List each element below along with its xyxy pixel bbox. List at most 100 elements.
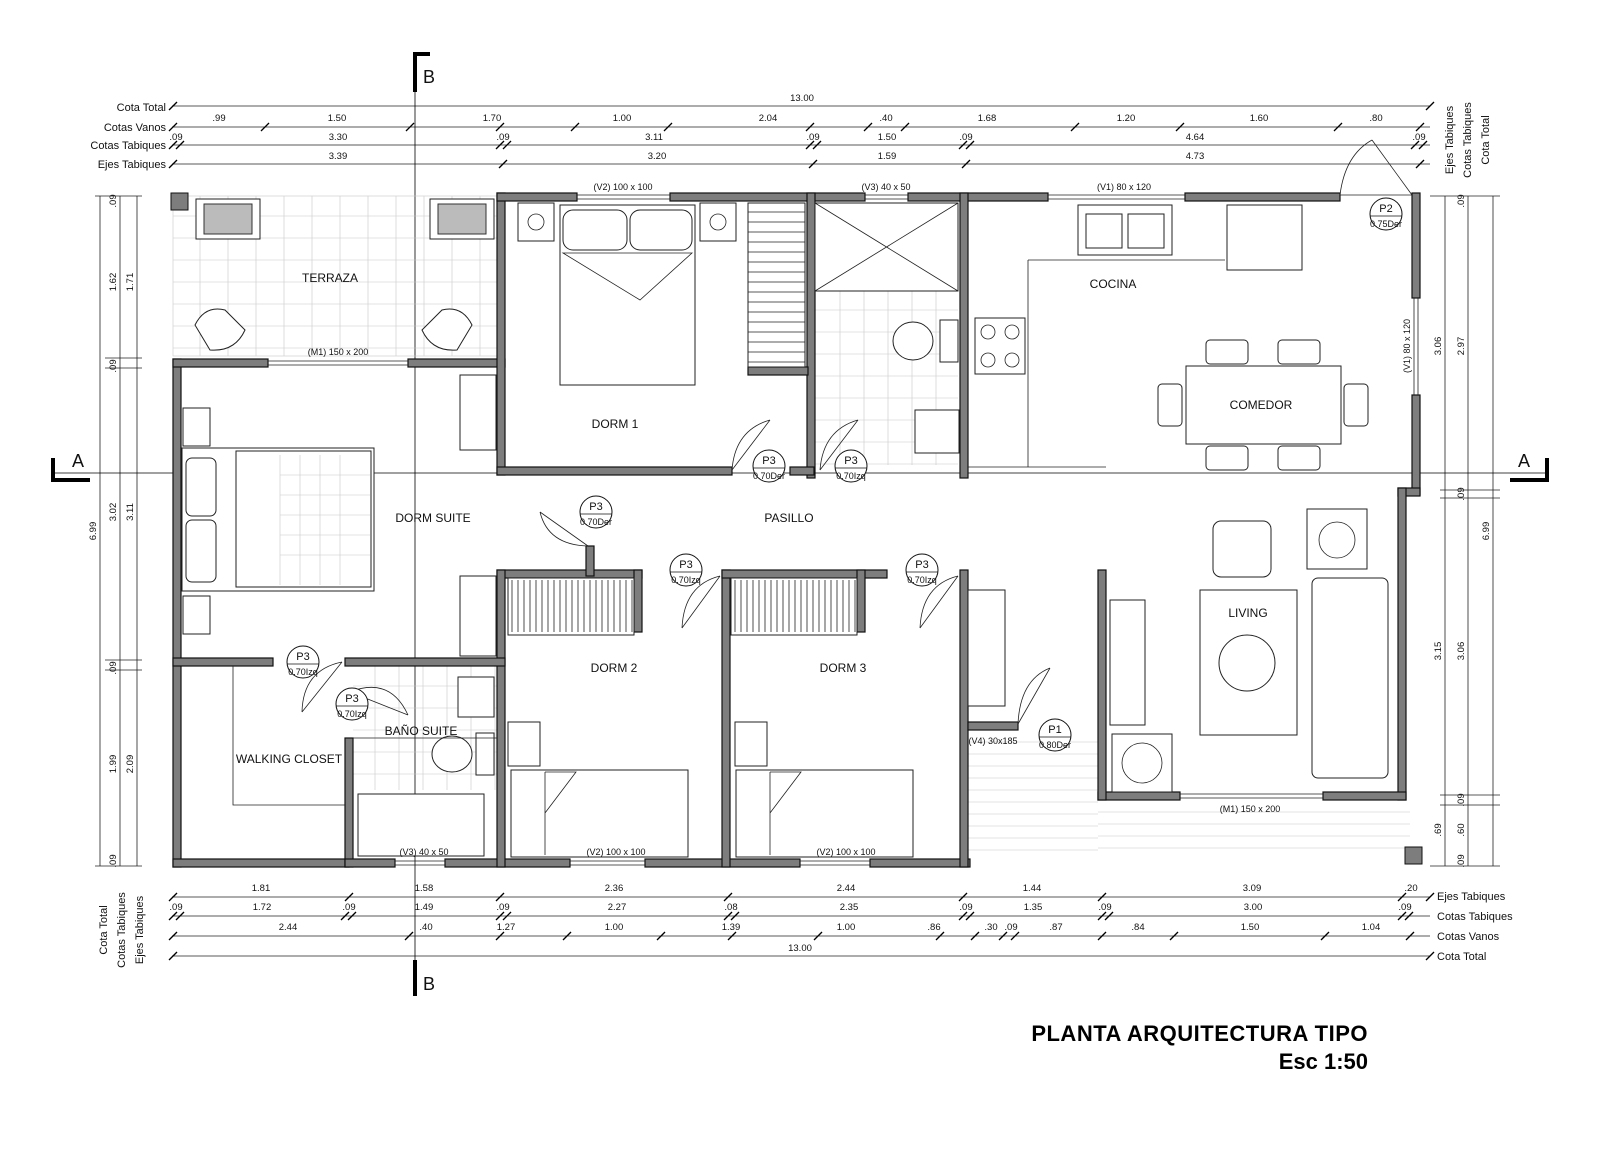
room-terraza: TERRAZA [302,271,358,285]
door-tags: P2 0.75Der P3 0.70Der P3 0.70Izq P3 0.70… [286,197,1403,752]
dim-right-tick-3: .09 [1456,793,1467,806]
patio-corner-post [1404,846,1423,865]
door-spec: 0.70Izq [671,575,701,585]
row-label-cotas-tabiques: Cotas Tabiques [90,140,166,152]
opening-v3-top: (V3) 40 x 50 [861,182,910,192]
door-tag-p3-bano-suite: P3 0.70Izq [335,687,369,721]
door-code: P3 [844,455,857,467]
dim-left-middle-2: 3.11 [125,503,136,521]
dim-right-tick-4: .09 [1456,854,1467,867]
row-label-cotas-tabiques-right: Cotas Tabiques [1462,102,1474,178]
door-code: P2 [1379,203,1392,215]
dim-right-middle-3: .60 [1456,823,1467,836]
dim-bottom-vano: .40 [419,922,432,933]
dim-bottom-tabique: 2.35 [840,902,859,913]
dim-bottom-eje: .20 [1404,883,1417,894]
dim-top-vano: 1.00 [613,113,632,124]
section-a-right-label: A [1518,451,1530,471]
dim-bottom-tabique: 1.72 [253,902,272,913]
dim-bottom-tabique: .08 [724,902,737,913]
door-code: P3 [762,455,775,467]
opening-v1-top: (V1) 80 x 120 [1097,182,1151,192]
row-label-ejes-tabiques-bottom: Ejes Tabiques [1437,891,1506,903]
dim-top-vano: .40 [879,113,892,124]
room-pasillo: PASILLO [764,511,813,525]
dim-bottom-tabique: .09 [959,902,972,913]
dim-right-middle-1: 2.97 [1456,337,1467,356]
dim-bottom-tabique: 2.27 [608,902,627,913]
dim-left-middle-3: 2.09 [125,755,136,774]
window-lines [268,194,1419,866]
dim-right-inner-2: 3.15 [1433,642,1444,661]
door-spec: 0.80Der [1039,740,1071,750]
title-block: PLANTA ARQUITECTURA TIPO Esc 1:50 [1031,1020,1368,1076]
section-a-left-label: A [72,451,84,471]
door-tag-p3-dorm3: P3 0.70Izq [905,553,939,587]
room-walking-closet: WALKING CLOSET [236,752,343,766]
row-label-cotas-vanos: Cotas Vanos [104,122,167,134]
row-label-cotas-tabiques-left: Cotas Tabiques [116,892,128,968]
door-tag-p1: P1 0.80Der [1038,718,1072,752]
dim-left-tick-1: .09 [108,194,119,207]
dim-bottom-eje: 1.58 [415,883,434,894]
dim-bottom-tabique: 1.35 [1024,902,1043,913]
row-label-cotas-vanos-bottom: Cotas Vanos [1437,931,1500,943]
opening-v4: (V4) 30x185 [968,736,1017,746]
dim-top-eje: 1.59 [878,151,897,162]
dim-top-tabique: .09 [169,132,182,143]
dim-right-outer: 6.99 [1481,522,1492,541]
dim-bottom-vano: 1.27 [497,922,516,933]
dim-bottom-tabique: .09 [342,902,355,913]
room-dorm2: DORM 2 [591,661,638,675]
opening-m1-living: (M1) 150 x 200 [1220,804,1281,814]
dim-top-vano: 1.60 [1250,113,1269,124]
dim-right-inner-1: 3.06 [1433,337,1444,356]
dim-bottom-tabique: .09 [496,902,509,913]
room-dorm3: DORM 3 [820,661,867,675]
dim-top-tabique: .09 [496,132,509,143]
opening-v3-bottom: (V3) 40 x 50 [399,847,448,857]
dim-top-vano: 2.04 [759,113,778,124]
dim-bottom-eje: 1.44 [1023,883,1042,894]
door-code: P3 [345,693,358,705]
dim-bottom-tabique: 1.49 [415,902,434,913]
dim-bottom-vano: 1.00 [605,922,624,933]
opening-v2-bottom-b: (V2) 100 x 100 [816,847,875,857]
dim-bottom-eje: 1.81 [252,883,271,894]
bottom-dimensions: Ejes Tabiques Cotas Tabiques Cotas Vanos… [98,102,1513,968]
dim-top-tabique: 1.50 [878,132,897,143]
dim-top-eje: 3.39 [329,151,348,162]
door-tag-p3-closet: P3 0.70Izq [286,645,320,679]
row-label-ejes-tabiques-left: Ejes Tabiques [134,895,146,964]
dim-left-tick-3: .09 [108,661,119,674]
dim-left-inner-2: 3.02 [108,503,119,522]
dim-top-eje: 3.20 [648,151,667,162]
dim-bottom-vano: 1.04 [1362,922,1381,933]
dim-top-vano: 1.20 [1117,113,1136,124]
door-spec: 0.70Izq [288,667,318,677]
opening-labels: (V2) 100 x 100 (V3) 40 x 50 (V1) 80 x 12… [308,182,1412,857]
door-tag-p3-dorm2: P3 0.70Izq [669,553,703,587]
door-tag-p3-dorm1: P3 0.70Der [752,449,786,483]
dim-left-inner-1: 1.62 [108,273,119,292]
plan-title: PLANTA ARQUITECTURA TIPO [1031,1021,1368,1046]
dim-top-vano: 1.50 [328,113,347,124]
row-label-cota-total: Cota Total [117,102,166,114]
dim-top-total: 13.00 [790,93,814,104]
door-code: P3 [589,501,602,513]
dim-right-tick-2: .09 [1456,487,1467,500]
opening-m1-terraza: (M1) 150 x 200 [308,347,369,357]
door-spec: 0.70Izq [836,471,866,481]
top-dimensions: Cota Total Cotas Vanos Cotas Tabiques Ej… [90,93,1435,171]
dim-right-inner-3: .69 [1433,823,1444,836]
dim-bottom-eje: 2.36 [605,883,624,894]
row-label-cota-total-left: Cota Total [98,905,110,954]
dim-bottom-vano: 1.39 [722,922,741,933]
dim-bottom-vano: .87 [1049,922,1062,933]
door-code: P3 [915,559,928,571]
room-comedor: COMEDOR [1230,398,1293,412]
dim-left-tick-4: .09 [108,854,119,867]
room-dorm-suite: DORM SUITE [395,511,470,525]
row-label-cotas-tabiques-bottom: Cotas Tabiques [1437,911,1513,923]
door-code: P3 [296,651,309,663]
